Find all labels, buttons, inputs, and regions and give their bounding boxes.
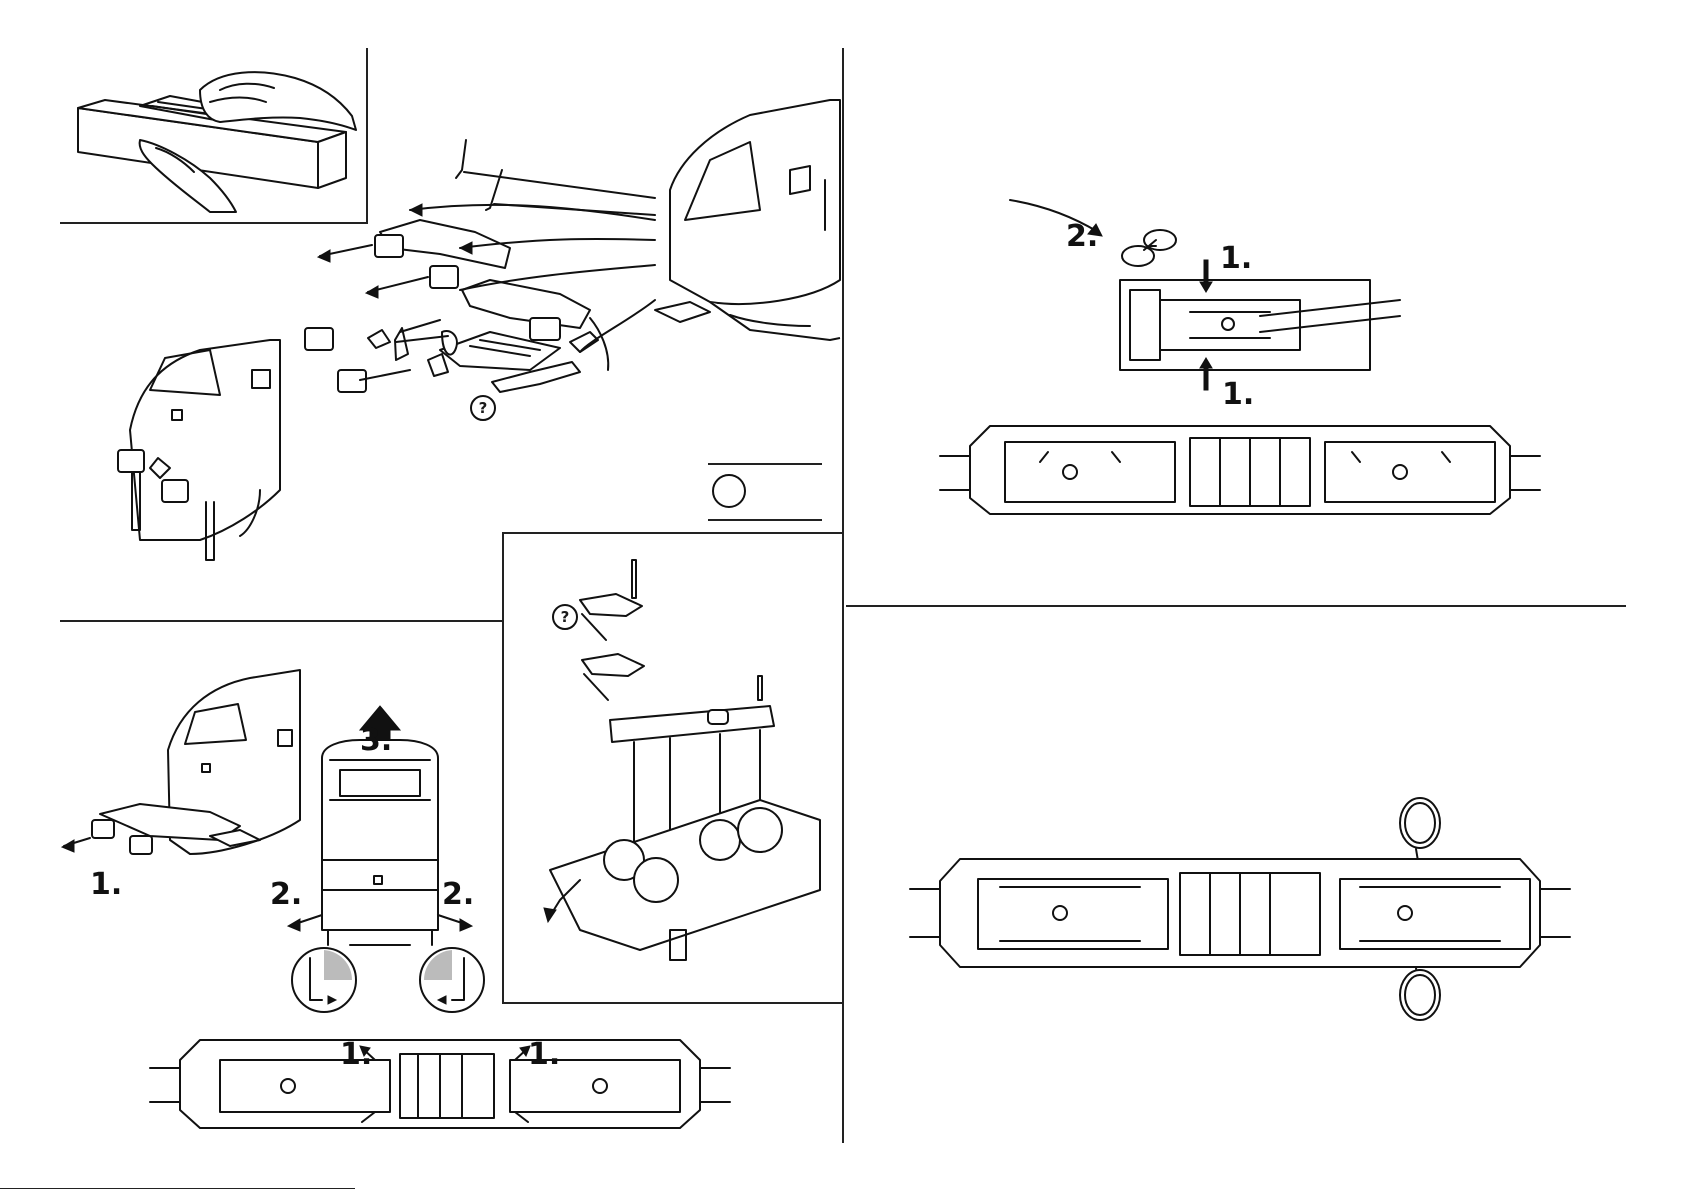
step-label-p5-1b: 1.: [1222, 380, 1254, 410]
box-p4-bottom: [502, 1002, 844, 1004]
question-marker-p4: ?: [552, 604, 578, 630]
step-label-p3-3: 3.: [360, 726, 392, 756]
step-label-p5-1a: 1.: [1220, 244, 1252, 274]
footer-rule: [0, 1188, 355, 1189]
step-label-p4-1b: 1.: [528, 1040, 560, 1070]
question-marker: ?: [470, 395, 496, 421]
step-label-p3-2b: 2.: [442, 880, 474, 910]
box-p4-left: [502, 532, 504, 1004]
underside-view-left: [140, 1030, 740, 1130]
step-label-p5-2: 2.: [1066, 222, 1098, 252]
divider-right-mid: [846, 605, 1626, 607]
step-label-p4-1a: 1.: [340, 1040, 372, 1070]
legend-top: [708, 463, 822, 465]
underside-view-top-right: [930, 418, 1550, 518]
legend-circle: [712, 474, 746, 508]
step-label-p3-2a: 2.: [270, 880, 302, 910]
coupler-exploded-illustration: [110, 70, 840, 590]
shell-removal-illustration: [60, 640, 490, 1020]
traction-tire-illustration: [900, 795, 1580, 1025]
legend-bottom: [708, 519, 822, 521]
divider-center-vertical: [842, 48, 844, 1143]
divider-left-mid: [60, 620, 504, 622]
step-label-p3-1: 1.: [90, 870, 122, 900]
